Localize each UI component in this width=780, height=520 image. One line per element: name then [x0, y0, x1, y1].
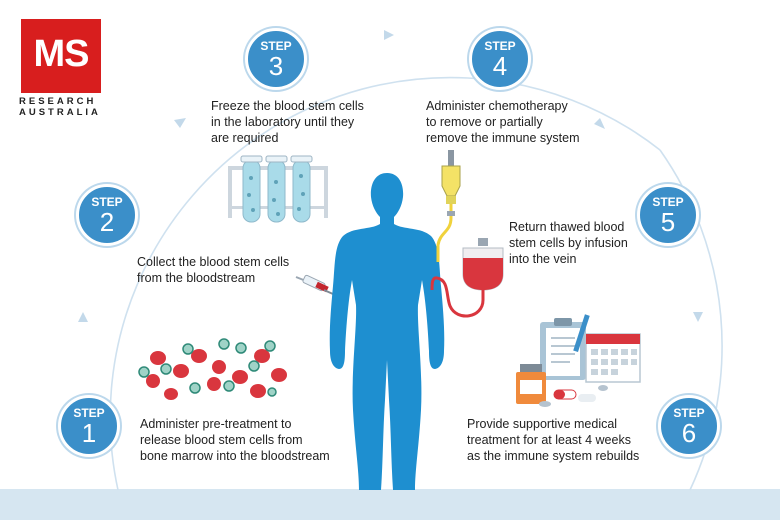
- step-1-description: Administer pre-treatment to release bloo…: [140, 416, 330, 464]
- step-5-description: Return thawed blood stem cells by infusi…: [509, 219, 628, 267]
- human-figure-icon: [329, 173, 445, 490]
- step-4-line: Administer chemotherapy: [426, 99, 568, 113]
- step-1-line: bone marrow into the bloodstream: [140, 449, 330, 463]
- step-1-line: release blood stem cells from: [140, 433, 303, 447]
- step-6-line: Provide supportive medical: [467, 417, 618, 431]
- blood-bag-icon: [430, 238, 504, 318]
- step-1-line: Administer pre-treatment to: [140, 417, 292, 431]
- step-5-line: stem cells by infusion: [509, 236, 628, 250]
- step-5-badge: STEP 5: [637, 184, 699, 246]
- step-5-number: 5: [660, 207, 676, 237]
- step-3-line: in the laboratory until they: [211, 115, 355, 129]
- step-3-line: are required: [211, 131, 279, 145]
- step-3-badge: STEP 3: [245, 28, 307, 90]
- test-tubes-icon: [228, 155, 328, 223]
- step-6-line: as the immune system rebuilds: [467, 449, 640, 463]
- calendar-icon: [585, 333, 641, 383]
- logo-line-research: RESEARCH: [19, 96, 97, 107]
- step-4-line: to remove or partially: [426, 115, 543, 129]
- step-4-line: remove the immune system: [426, 131, 580, 145]
- step-2-line: Collect the blood stem cells: [137, 255, 290, 269]
- logo-letters: MS: [33, 33, 90, 75]
- step-3-line: Freeze the blood stem cells: [211, 99, 364, 113]
- ms-research-australia-logo: MS: [21, 19, 101, 93]
- step-2-badge: STEP 2: [76, 184, 138, 246]
- step-2-word: STEP: [91, 195, 123, 209]
- step-6-description: Provide supportive medical treatment for…: [467, 416, 639, 464]
- step-2-number: 2: [99, 207, 115, 237]
- floor-band: [0, 489, 780, 520]
- blood-cells-icon: [138, 338, 287, 400]
- step-3-number: 3: [268, 51, 284, 81]
- chemotherapy-drip-icon: [436, 150, 461, 262]
- medicine-bottle-icon: [516, 364, 546, 404]
- step-2-line: from the bloodstream: [137, 271, 256, 285]
- step-5-line: Return thawed blood: [509, 220, 625, 234]
- step-4-number: 4: [492, 51, 508, 81]
- arc-arrow-icon: [78, 30, 703, 322]
- step-1-badge: STEP 1: [58, 395, 120, 457]
- step-4-word: STEP: [484, 39, 516, 53]
- pill-icon: [539, 385, 608, 407]
- logo-line-australia: AUSTRALIA: [19, 107, 101, 118]
- step-1-number: 1: [81, 418, 97, 448]
- step-6-word: STEP: [673, 406, 705, 420]
- step-3-description: Freeze the blood stem cells in the labor…: [211, 98, 364, 146]
- medical-clipboard-icon: [540, 314, 590, 380]
- step-6-badge: STEP 6: [658, 395, 720, 457]
- step-6-number: 6: [681, 418, 697, 448]
- step-5-word: STEP: [652, 195, 684, 209]
- step-4-badge: STEP 4: [469, 28, 531, 90]
- step-3-word: STEP: [260, 39, 292, 53]
- step-5-line: into the vein: [509, 252, 577, 266]
- step-4-description: Administer chemotherapy to remove or par…: [426, 98, 580, 146]
- step-6-line: treatment for at least 4 weeks: [467, 433, 631, 447]
- step-2-description: Collect the blood stem cells from the bl…: [137, 254, 289, 286]
- step-1-word: STEP: [73, 406, 105, 420]
- syringe-icon: [295, 274, 334, 295]
